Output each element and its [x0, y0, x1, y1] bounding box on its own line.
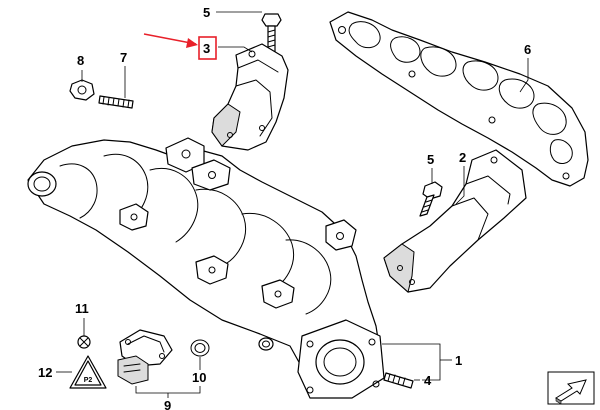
callout-numbers: 5 3 6 8 7 5 2 11 12 10 9 1 4	[38, 5, 531, 410]
stud-part-7	[98, 95, 134, 109]
callout-5-top: 5	[203, 5, 210, 20]
bolt-part-5-right	[419, 181, 443, 217]
o-ring-part-10	[190, 339, 210, 357]
intake-manifold	[27, 137, 385, 399]
callout-5-right: 5	[427, 152, 434, 167]
gasket-part-6	[329, 11, 589, 187]
warning-label-text: P2	[84, 377, 93, 384]
callout-9: 9	[164, 398, 171, 410]
callout-10: 10	[192, 370, 206, 385]
warning-label-part-12: P2	[69, 355, 107, 389]
sensor-part-9	[117, 329, 173, 385]
callout-7: 7	[120, 50, 127, 65]
highlight-box	[198, 36, 217, 60]
stud-part-4	[383, 372, 414, 389]
callout-6: 6	[524, 42, 531, 57]
orientation-arrow-icon	[547, 371, 595, 405]
bracket-part-3	[211, 43, 289, 151]
callout-8: 8	[77, 53, 84, 68]
nut-part-8	[69, 79, 95, 101]
highlight-arrow	[143, 33, 198, 48]
screw-part-11	[77, 335, 91, 349]
bolt-part-5-top	[261, 13, 282, 53]
callout-4: 4	[424, 373, 432, 388]
bracket-part-2	[383, 149, 527, 293]
callout-11: 11	[75, 301, 89, 316]
leader-lines	[56, 11, 529, 398]
callout-2: 2	[459, 150, 466, 165]
callout-12: 12	[38, 365, 52, 380]
callout-1: 1	[455, 353, 462, 368]
callout-3: 3	[203, 41, 210, 56]
